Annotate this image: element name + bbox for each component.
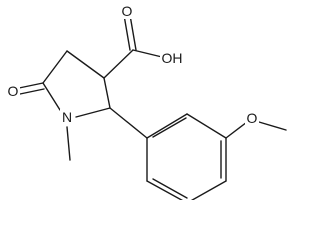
bond-ar1-ar2-inner	[152, 117, 187, 138]
atom-carboxyl-oh: OH	[162, 50, 183, 66]
atom-mask-carboxyl-oh	[160, 50, 182, 66]
bond-ar3-o	[225, 121, 248, 139]
atom-methoxy-o: O	[247, 110, 258, 126]
bond-ar4-ar5	[190, 180, 227, 200]
bond-carboxyl-o-double-left	[123, 14, 131, 51]
bond-ar1-ar2	[146, 113, 188, 139]
atom-mask-carboxyl-o	[120, 3, 134, 19]
bond-n1-c2	[75, 107, 111, 118]
bond-carboxyl-o-double-right	[129, 14, 137, 51]
bond-c3-c4	[66, 50, 105, 79]
bond-carboxyl-oh	[132, 49, 163, 58]
bond-c5-o-double-inner	[19, 88, 45, 95]
atom-lactam-o: O	[8, 83, 19, 99]
atom-mask-methoxy-o	[245, 110, 259, 126]
bond-o-methyl	[258, 121, 287, 131]
bond-ar5-ar6-inner	[152, 178, 188, 199]
bond-c5-n1	[42, 82, 61, 111]
atom-mask-lactam-o	[6, 83, 20, 99]
bond-c2-c3	[103, 77, 111, 109]
bond-c4-c5	[42, 50, 68, 84]
atom-mask-ring-n	[60, 109, 74, 125]
bond-n1-methyl	[66, 126, 71, 161]
bond-ar5-ar6	[146, 180, 183, 200]
atom-carboxyl-o: O	[122, 3, 133, 19]
bond-c2-aryl	[109, 107, 148, 139]
bond-c5-o-double-outer	[18, 82, 44, 89]
bond-ar2-ar3	[186, 113, 227, 139]
atom-ring-n: N	[62, 109, 72, 125]
molecule-structure-diagram: O OH O N O	[6, 3, 287, 200]
bond-c3-carboxyl	[103, 49, 134, 79]
